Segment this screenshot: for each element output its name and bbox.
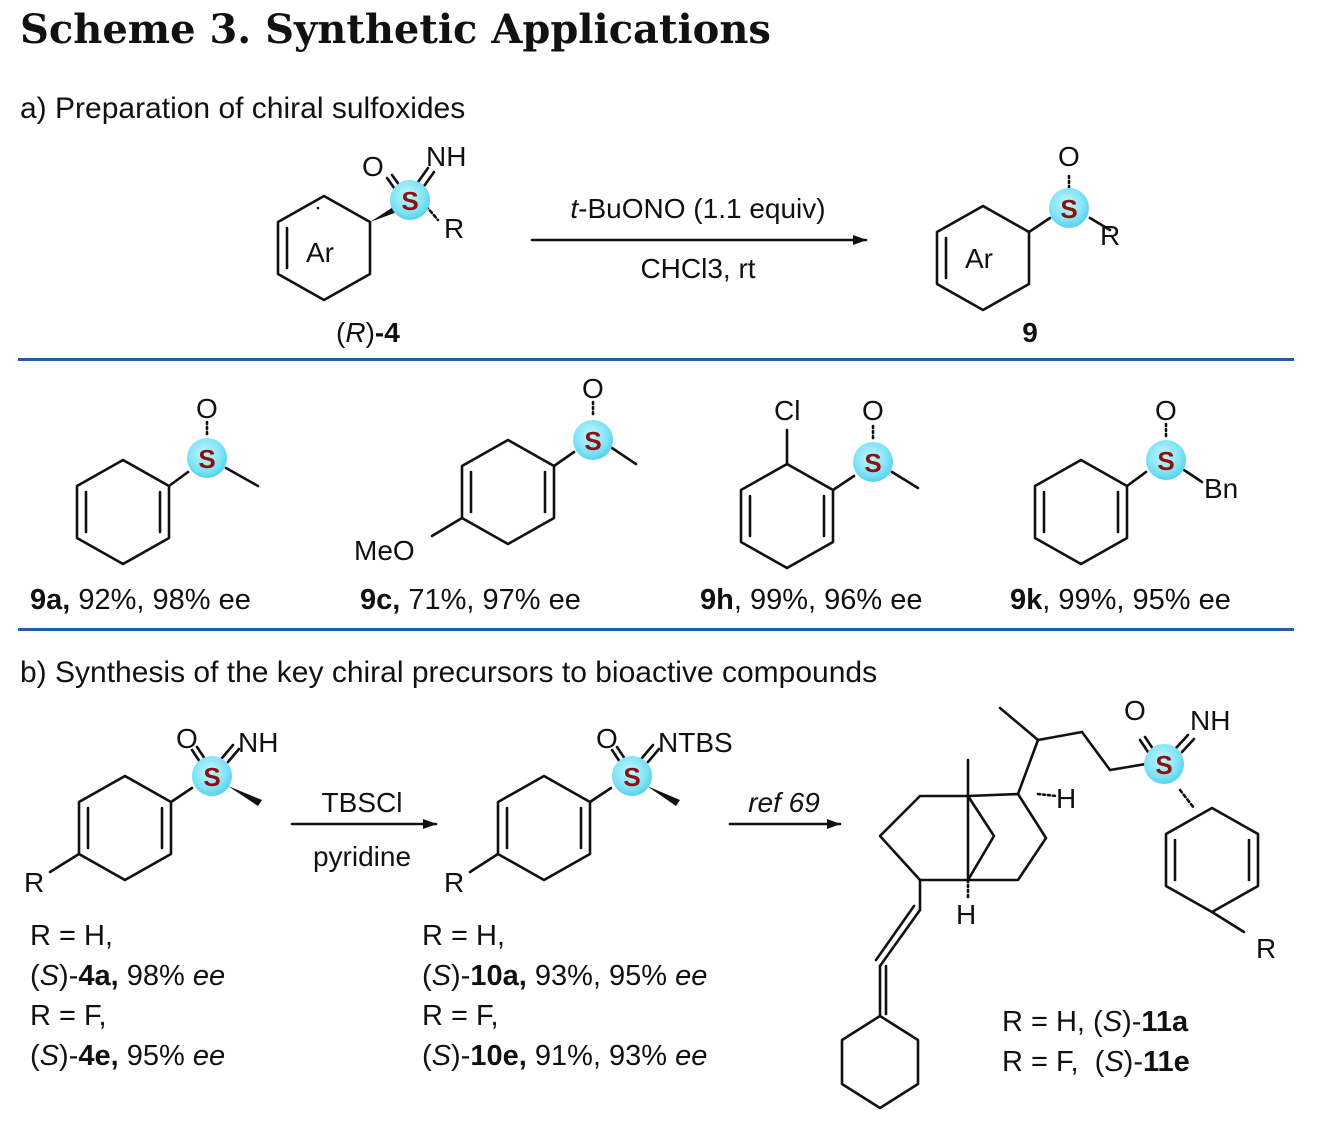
atom-s: S xyxy=(1155,750,1172,780)
atom-s: S xyxy=(584,426,601,456)
atom-s: S xyxy=(1060,194,1077,224)
reagent-b2-ref: ref 69 xyxy=(748,787,820,818)
atom-o: O xyxy=(1155,395,1177,426)
atom-r: R xyxy=(24,867,44,898)
atom-r: R xyxy=(1256,933,1276,964)
reagent-b1-top: TBSCl xyxy=(322,787,403,818)
atom-o: O xyxy=(862,395,884,426)
atom-r: R xyxy=(1100,220,1120,251)
molecule-9k xyxy=(1033,422,1204,566)
divider-top xyxy=(18,358,1294,361)
atom-nh: NH xyxy=(1190,705,1230,736)
atom-nh: NH xyxy=(238,727,278,758)
sulfur-atom-sphere xyxy=(192,756,232,796)
reagent-b1-bottom: pyridine xyxy=(313,841,411,872)
atom-s: S xyxy=(1157,446,1174,476)
atom-ar: Ar xyxy=(306,237,334,268)
section-a-heading: a) Preparation of chiral sulfoxides xyxy=(20,92,466,125)
sulfur-atom-sphere xyxy=(573,420,613,460)
atom-s: S xyxy=(623,762,640,792)
atom-o: O xyxy=(196,393,218,424)
compound-10-labels: R = H, (S)-10a, 93%, 95% ee R = F, (S)-1… xyxy=(422,920,708,1072)
atom-r: R xyxy=(444,213,464,244)
atom-h: H xyxy=(956,899,976,930)
reagent-a-bottom: CHCl3, rt xyxy=(640,253,755,284)
molecule-10 xyxy=(468,743,661,882)
atom-o: O xyxy=(596,723,618,754)
sulfur-atom-sphere xyxy=(853,442,893,482)
sulfur-atom-sphere xyxy=(1146,440,1186,480)
atom-s: S xyxy=(864,448,881,478)
atom-o: O xyxy=(582,373,604,404)
atom-cl: Cl xyxy=(774,395,800,426)
divider-bottom xyxy=(18,628,1294,631)
sulfur-atom-sphere xyxy=(1144,744,1184,784)
sulfur-atom-sphere xyxy=(612,756,652,796)
example-caption-9h: 9h, 99%, 96% ee xyxy=(700,584,923,616)
compound-4-labels: R = H, (S)-4a, 98% ee R = F, (S)-4e, 95%… xyxy=(30,920,226,1072)
molecule-9a xyxy=(75,420,260,566)
wedge-bond xyxy=(228,786,262,806)
atom-ntbs: NTBS xyxy=(658,727,733,758)
sulfur-atom-sphere xyxy=(187,438,227,478)
example-caption-9a: 9a, 92%, 98% ee xyxy=(30,584,251,616)
molecule-4 xyxy=(48,743,241,882)
atom-o: O xyxy=(1124,695,1146,726)
label-product-9: 9 xyxy=(1022,317,1038,348)
section-b-heading: b) Synthesis of the key chiral precursor… xyxy=(20,656,878,689)
atom-s: S xyxy=(198,444,215,474)
molecule-11 xyxy=(840,706,1260,1110)
example-caption-9c: 9c, 71%, 97% ee xyxy=(360,584,581,616)
atom-meo: MeO xyxy=(354,535,415,566)
scheme-title: Scheme 3. Synthetic Applications xyxy=(20,6,771,53)
molecule-9h xyxy=(739,424,920,570)
molecule-9c xyxy=(430,400,638,546)
atom-s: S xyxy=(401,186,418,216)
atom-r: R xyxy=(444,867,464,898)
atom-o: O xyxy=(1058,141,1080,172)
atom-s: S xyxy=(203,762,220,792)
atom-o: O xyxy=(176,723,198,754)
atom-h: H xyxy=(1056,783,1076,814)
label-start-compound: (R)-4 xyxy=(336,317,400,348)
atom-nh: NH xyxy=(426,141,466,172)
reagent-a-top: t-BuONO (1.1 equiv) xyxy=(570,193,825,224)
atom-o: O xyxy=(362,151,384,182)
wedge-bond xyxy=(647,786,680,806)
sulfur-atom-sphere xyxy=(1049,188,1089,228)
atom-bn: Bn xyxy=(1204,473,1238,504)
compound-11-labels: R = H, (S)-11a R = F, (S)-11e xyxy=(1002,1006,1190,1078)
sulfur-atom-sphere xyxy=(390,180,430,220)
atom-ar: Ar xyxy=(965,243,993,274)
example-caption-9k: 9k, 99%, 95% ee xyxy=(1010,584,1231,616)
